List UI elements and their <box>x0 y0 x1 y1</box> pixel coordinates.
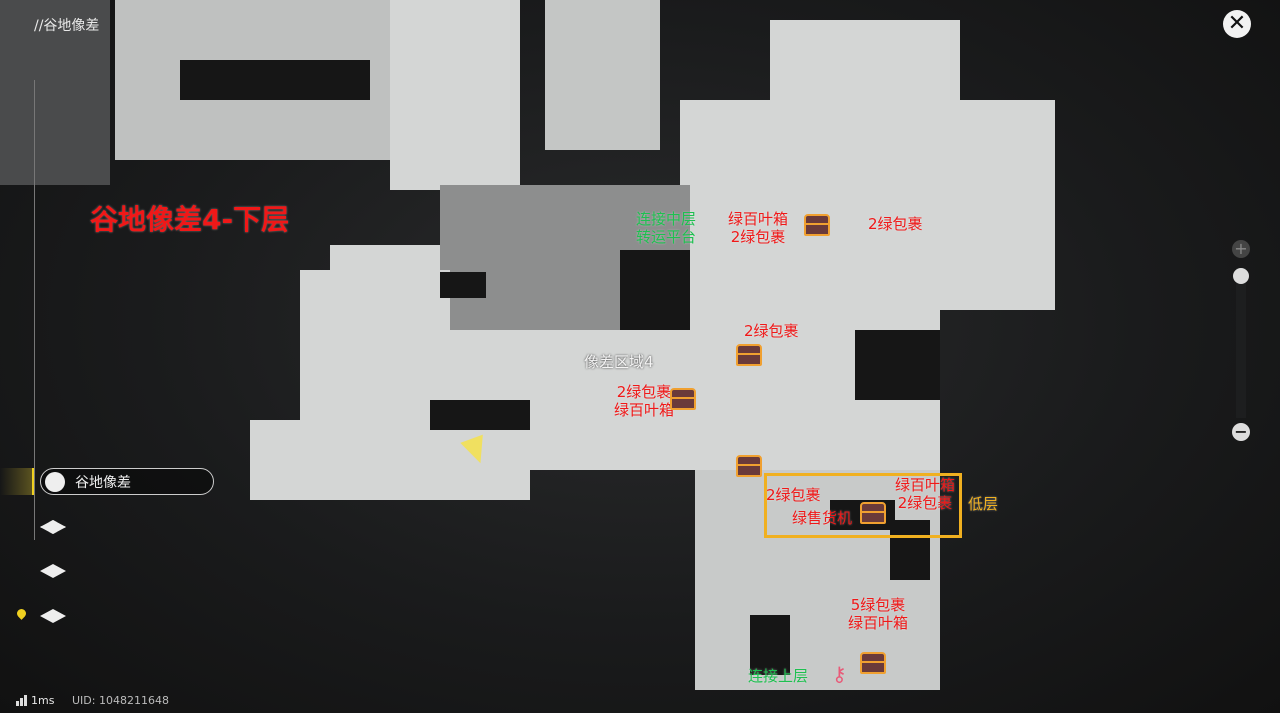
map-wall <box>890 520 930 580</box>
map-room <box>300 270 450 420</box>
map-room <box>545 0 660 150</box>
map-wall <box>180 60 370 100</box>
map-room <box>390 0 520 190</box>
floor-level-button[interactable] <box>40 520 66 534</box>
map-wall <box>750 615 790 675</box>
current-floor-marker <box>0 468 34 495</box>
map-wall <box>620 250 690 330</box>
map-wall <box>440 272 486 298</box>
zoom-slider-handle[interactable] <box>1233 268 1249 284</box>
lower-layer-highlight <box>764 473 962 538</box>
signal-icon <box>16 695 27 706</box>
floor-track <box>34 80 35 540</box>
chest-icon[interactable] <box>804 214 830 236</box>
annotation: 绿百叶箱 2绿包裹 <box>728 210 789 246</box>
ping: 1ms <box>31 694 55 707</box>
chest-icon[interactable] <box>860 652 886 674</box>
area-name: 像差区域4 <box>584 353 654 371</box>
annotation: 2绿包裹 <box>766 486 821 504</box>
key-icon: ⚷ <box>832 662 847 686</box>
annotation: 2绿包裹 绿百叶箱 <box>614 383 675 419</box>
floor-current-button[interactable]: 谷地像差 <box>40 468 214 495</box>
annotation: 绿百叶箱 2绿包裹 <box>895 476 956 512</box>
uid: UID: 1048211648 <box>72 694 169 707</box>
zoom-in-button[interactable]: + <box>1232 240 1250 258</box>
map-room <box>530 420 710 470</box>
chest-icon[interactable] <box>736 344 762 366</box>
annotation-upper-layer: 连接上层 <box>748 667 809 685</box>
region-icon <box>45 471 65 492</box>
chest-icon[interactable] <box>670 388 696 410</box>
annotation: 5绿包裹 绿百叶箱 <box>848 596 909 632</box>
region-title: //谷地像差 <box>34 18 100 34</box>
annotation-mid-layer: 连接中层 转运平台 <box>636 210 697 246</box>
map-wall <box>855 330 940 400</box>
map-room <box>770 20 960 110</box>
annotation: 绿售货机 <box>792 509 853 527</box>
chest-icon[interactable] <box>736 455 762 477</box>
chest-icon[interactable] <box>860 502 886 524</box>
map-room <box>330 245 440 275</box>
annotation-lower-layer: 低层 <box>968 495 999 513</box>
map-room <box>680 100 1055 310</box>
close-button[interactable]: ✕ <box>1223 10 1251 38</box>
floor-level-button[interactable] <box>40 564 66 578</box>
annotation: 2绿包裹 <box>868 215 923 233</box>
floor-level-button[interactable] <box>40 609 66 623</box>
map-title: 谷地像差4-下层 <box>90 203 290 236</box>
map-room <box>695 470 940 690</box>
zoom-out-button[interactable]: − <box>1232 423 1250 441</box>
floor-current-label: 谷地像差 <box>75 474 131 491</box>
annotation: 2绿包裹 <box>744 322 799 340</box>
map-room <box>0 0 110 185</box>
zoom-slider-track[interactable] <box>1236 268 1246 418</box>
map-wall <box>430 400 530 430</box>
map-room <box>250 420 530 500</box>
